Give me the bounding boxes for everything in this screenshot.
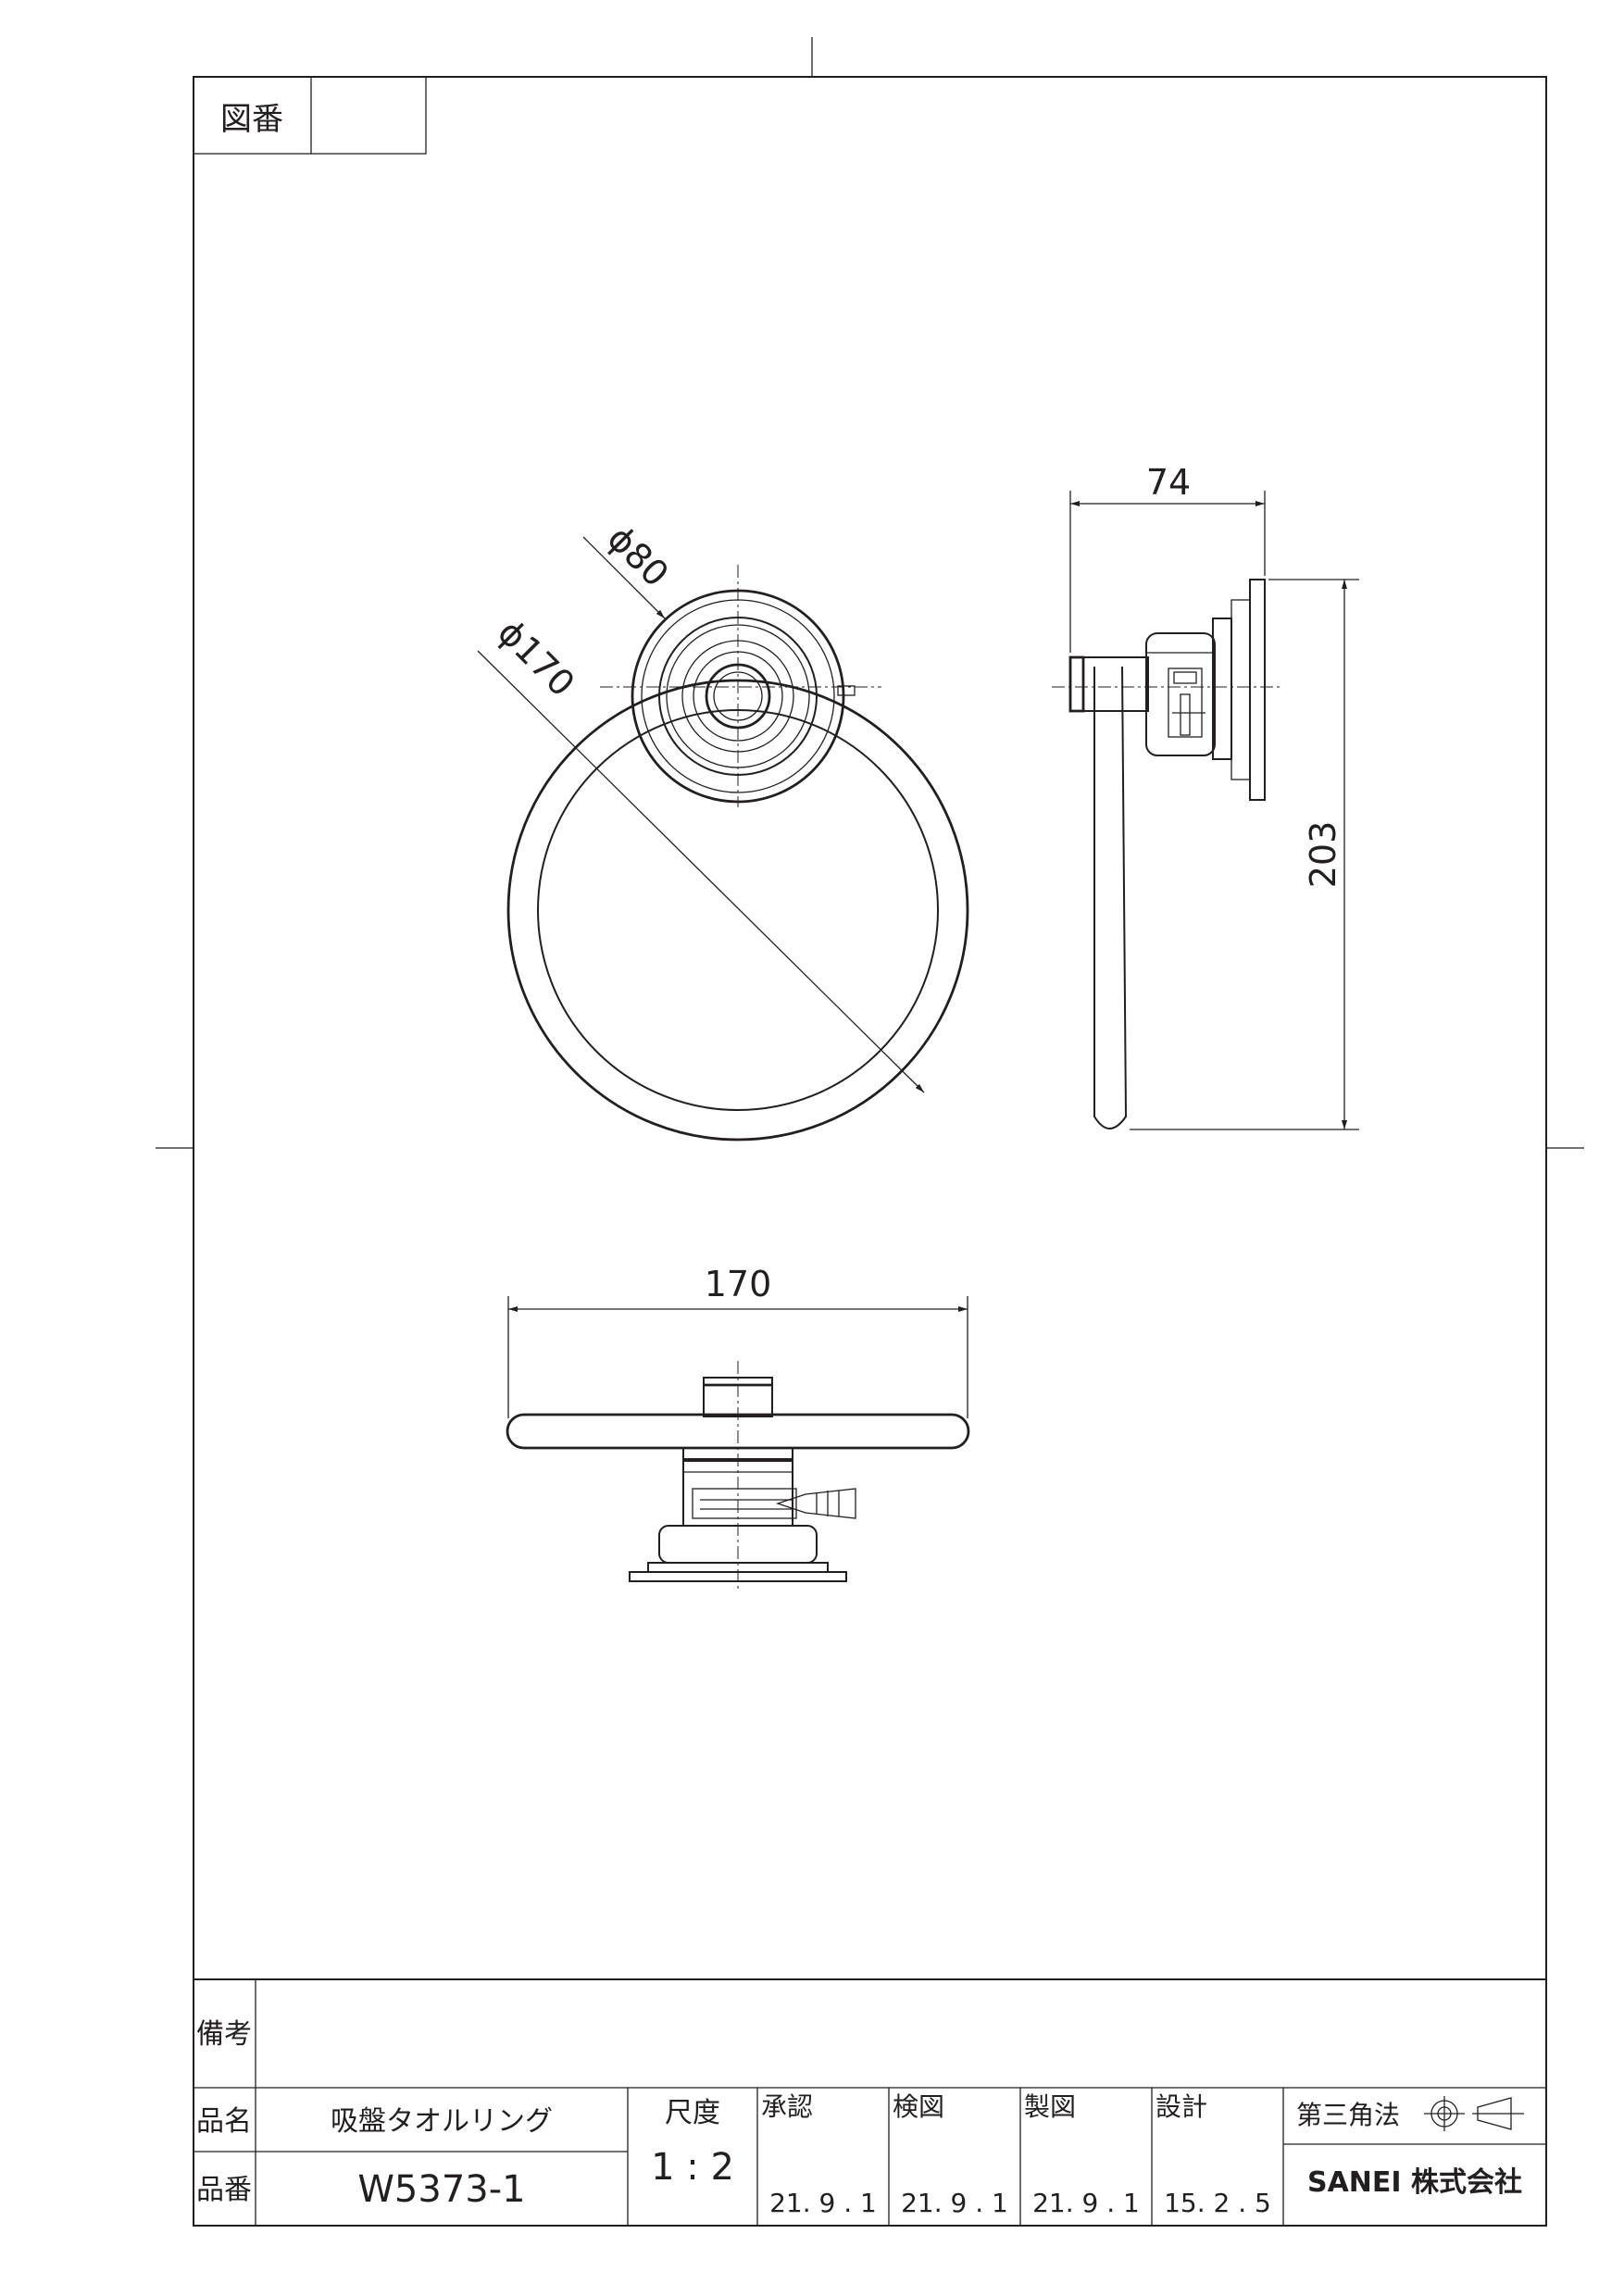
- design-date: 15. 2 . 5: [1164, 2188, 1271, 2218]
- drafting-label: 製図: [1024, 2091, 1076, 2122]
- scale-value: 1 : 2: [651, 2146, 734, 2189]
- dim-dia-80: ϕ80: [600, 518, 677, 594]
- top-view: 170: [506, 1264, 970, 1592]
- company-name: SANEI 株式会社: [1307, 2166, 1522, 2199]
- inspection-label: 検図: [893, 2091, 944, 2122]
- product-number: W5373-1: [357, 2168, 525, 2211]
- inspection-date: 21. 9 . 1: [901, 2188, 1008, 2218]
- side-view: 74 203: [1052, 462, 1359, 1130]
- dim-dia-170: ϕ170: [490, 612, 582, 705]
- dim-width-170: 170: [705, 1264, 772, 1304]
- title-block: 備考 品名 吸盤タオルリング 品番 W5373-1 尺度 1 : 2 承認 21…: [194, 1978, 1546, 2226]
- design-label: 設計: [1156, 2091, 1207, 2122]
- scale-label: 尺度: [665, 2097, 720, 2129]
- product-name: 吸盤タオルリング: [331, 2105, 553, 2138]
- remarks-label: 備考: [196, 2018, 252, 2051]
- dim-height-203: 203: [1303, 821, 1343, 889]
- drawing-number-box: 図番: [193, 76, 427, 155]
- drafting-date: 21. 9 . 1: [1032, 2188, 1140, 2218]
- front-view: ϕ80 ϕ170: [477, 518, 969, 1142]
- approval-date: 21. 9 . 1: [769, 2188, 877, 2218]
- approval-label: 承認: [761, 2091, 813, 2122]
- third-angle-projection-icon: [1424, 2096, 1524, 2131]
- dim-depth-74: 74: [1146, 462, 1191, 503]
- projection-label: 第三角法: [1296, 2100, 1400, 2130]
- product-number-label: 品番: [196, 2174, 252, 2206]
- drawing-number-label: 図番: [220, 101, 283, 138]
- drawing-frame: [156, 37, 1584, 2227]
- product-name-label: 品名: [196, 2105, 252, 2138]
